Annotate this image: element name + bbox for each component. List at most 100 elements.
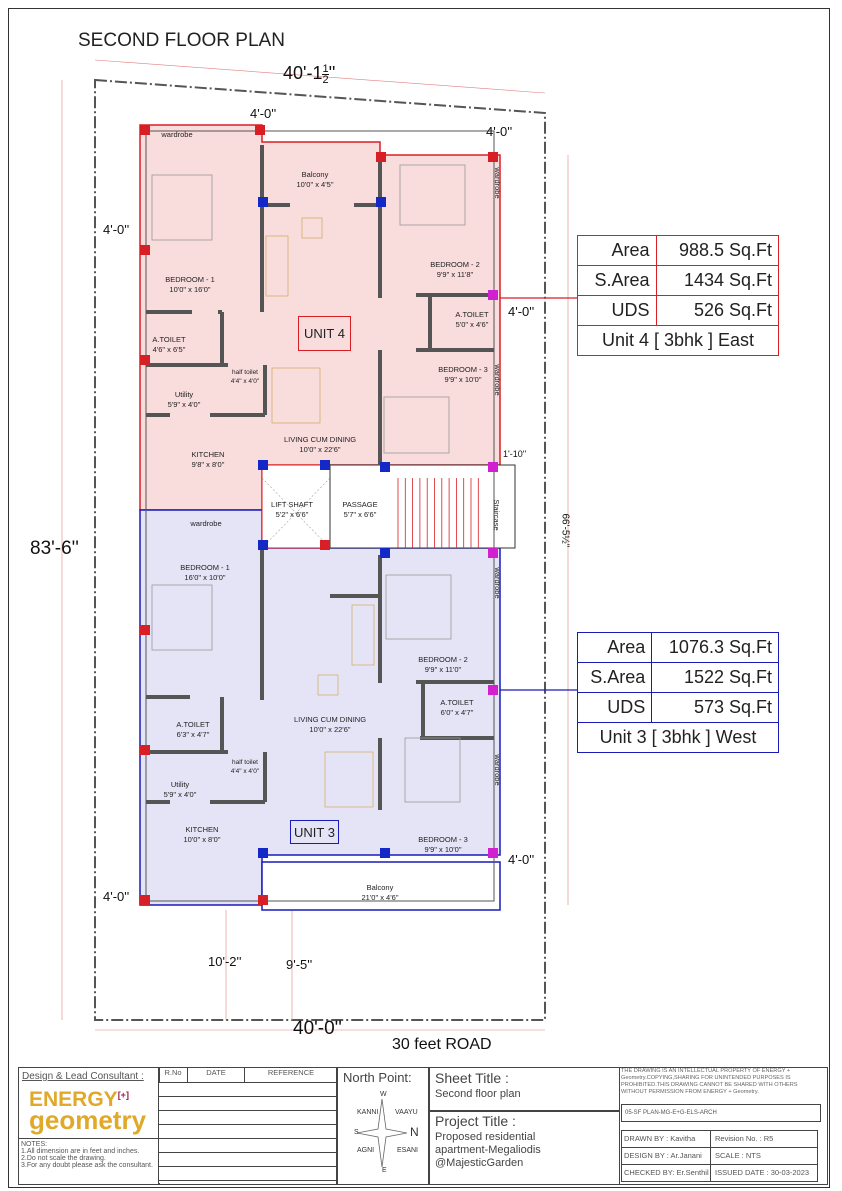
structural-column [320, 460, 330, 470]
area-value: 1076.3 Sq.Ft [651, 632, 779, 663]
unit-summary: Unit 4 [ 3bhk ] East [577, 325, 779, 356]
structural-column [258, 540, 268, 550]
unit3-balcony [261, 861, 501, 911]
structural-column [140, 245, 150, 255]
structural-column [380, 548, 390, 558]
room-wardrobe: wardrobe [190, 519, 222, 528]
structural-column [140, 125, 150, 135]
structural-column [380, 462, 390, 472]
structural-column [258, 895, 268, 905]
dim-label: 10'-2'' [208, 954, 242, 969]
revision-table: R.No DATE REFERENCE [158, 1067, 338, 1185]
uds-label: UDS [576, 692, 653, 723]
sarea-value: 1434 Sq.Ft [655, 265, 780, 296]
copyright-notice: THE DRAWING IS AN INTELLECTUAL PROPERTY … [621, 1068, 798, 1095]
dim-bottom: 40'-0'' [293, 1018, 342, 1039]
structural-column [488, 848, 498, 858]
dim-label: 1'-10'' [503, 449, 527, 459]
unit4-tag: UNIT 4 [298, 316, 351, 351]
dim-label: 4'-0'' [508, 852, 535, 867]
dim-label: 4'-0'' [250, 106, 277, 121]
sarea-value: 1522 Sq.Ft [651, 662, 779, 693]
compass-icon: W E S N KANNI VAAYU AGNI ESANI [354, 1091, 419, 1174]
sarea-label: S.Area [576, 662, 653, 693]
plot-boundary [94, 78, 546, 1021]
room-wardrobe: wardrobe [493, 754, 502, 786]
consultant-label: Design & Lead Consultant : [22, 1071, 144, 1082]
uds-value: 526 Sq.Ft [655, 295, 780, 326]
structural-column [488, 685, 498, 695]
dim-left: 83'-6'' [30, 538, 79, 559]
structural-column [255, 125, 265, 135]
drawing-title: SECOND FLOOR PLAN [78, 30, 285, 51]
uds-label: UDS [577, 295, 657, 326]
unit3-tag: UNIT 3 [290, 820, 339, 844]
structural-column [258, 848, 268, 858]
drawing-code: 05-SF PLAN-MG-E+G-ELS-ARCH [621, 1104, 821, 1122]
structural-column [376, 152, 386, 162]
area-value: 988.5 Sq.Ft [655, 235, 780, 266]
area-label: Area [577, 235, 657, 266]
structural-column [488, 548, 498, 558]
structural-column [140, 355, 150, 365]
uds-value: 573 Sq.Ft [651, 692, 779, 723]
structural-column [488, 152, 498, 162]
room-wardrobe: wardrobe [161, 130, 193, 139]
room-wardrobe: wardrobe [493, 167, 502, 199]
structural-column [488, 290, 498, 300]
sheet-title-cell: Sheet Title : Second floor plan [428, 1067, 620, 1112]
structural-column [380, 848, 390, 858]
structural-column [140, 895, 150, 905]
structural-column [488, 462, 498, 472]
dim-label: 4'-0'' [103, 222, 130, 237]
floor-plan-drawing [61, 59, 577, 1031]
sarea-label: S.Area [577, 265, 657, 296]
notes: NOTES: 1.All dimension are in feet and i… [19, 1138, 159, 1171]
room-wardrobe: wardrobe [493, 567, 502, 599]
staircase: Staircase [492, 499, 501, 531]
room-wardrobe: wardrobe [493, 364, 502, 396]
dim-label: 4'-0'' [508, 304, 535, 319]
company-logo: ENERGY[+]geometry [29, 1088, 147, 1135]
area-label: Area [576, 632, 653, 663]
sheet-title: Second floor plan [435, 1088, 521, 1100]
structural-column [140, 745, 150, 755]
structural-column [376, 197, 386, 207]
dim-label: 9'-5'' [286, 957, 313, 972]
north-point-cell: North Point: W E S N KANNI VAAYU AGNI ES… [336, 1067, 430, 1185]
road-label: 30 feet ROAD [392, 1036, 492, 1053]
consultant-cell: Design & Lead Consultant : ENERGY[+]geom… [18, 1067, 160, 1185]
sheet-border [8, 8, 830, 1188]
structural-column [258, 460, 268, 470]
structural-column [320, 540, 330, 550]
dim-label: 4'-0'' [486, 124, 513, 139]
unit-summary: Unit 3 [ 3bhk ] West [577, 722, 779, 753]
